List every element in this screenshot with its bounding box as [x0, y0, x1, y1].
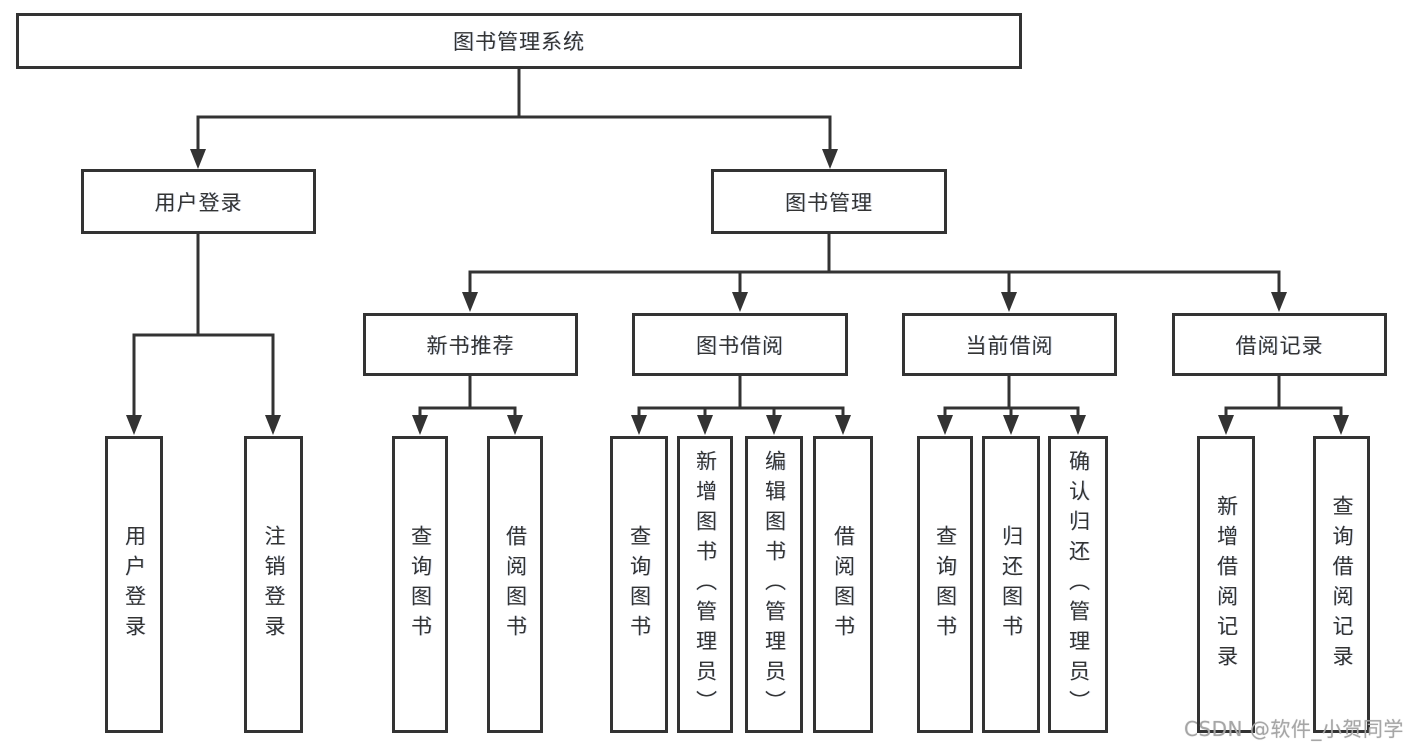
connector-borrow-records [1224, 374, 1343, 419]
node-label: 当前借阅 [965, 333, 1054, 358]
node-label: 图书管理 [785, 190, 873, 215]
node-label: 查询图书 [627, 524, 652, 645]
arrowhead [1003, 415, 1019, 435]
connector-book-management [468, 232, 1281, 296]
leaf-borrow-books-borrowing: 借阅图书 [813, 436, 873, 733]
arrowhead [265, 415, 281, 435]
arrowhead [697, 415, 713, 435]
arrowhead [126, 415, 142, 435]
leaf-query-books-recommend: 查询图书 [392, 436, 448, 733]
node-label: 编辑图书（管理员） [762, 449, 787, 720]
leaf-add-books-admin: 新增图书（管理员） [677, 436, 733, 733]
node-label: 新书推荐 [426, 333, 515, 358]
arrowhead [1001, 292, 1017, 312]
node-label: 新增借阅记录 [1214, 494, 1239, 675]
arrowhead [1070, 415, 1086, 435]
leaf-confirm-return-admin: 确认归还（管理员） [1048, 436, 1108, 733]
leaf-query-borrow-record: 查询借阅记录 [1313, 436, 1370, 733]
node-label: 归还图书 [999, 524, 1024, 645]
node-label: 查询图书 [408, 524, 433, 645]
node-book-management: 图书管理 [711, 169, 947, 234]
leaf-query-books-current: 查询图书 [917, 436, 973, 733]
connector-current-borrowing [943, 374, 1080, 419]
node-book-borrowing: 图书借阅 [632, 313, 848, 376]
arrowhead [1333, 415, 1349, 435]
node-label: 借阅记录 [1235, 333, 1324, 358]
node-label: 用户登录 [122, 524, 147, 645]
arrowhead [462, 292, 478, 312]
connector-book-borrowing [637, 374, 845, 419]
node-current-borrowing: 当前借阅 [902, 313, 1117, 376]
node-new-book-recommend: 新书推荐 [363, 313, 578, 376]
connector-root [196, 67, 832, 153]
connector-user-login [132, 232, 275, 419]
node-label: 图书管理系统 [453, 30, 585, 54]
arrowhead [766, 415, 782, 435]
arrowhead [507, 415, 523, 435]
arrowhead [937, 415, 953, 435]
node-label: 用户登录 [154, 190, 243, 215]
arrowhead [732, 292, 748, 312]
arrowhead [190, 149, 206, 169]
node-label: 确认归还（管理员） [1066, 449, 1091, 720]
node-borrow-records: 借阅记录 [1172, 313, 1387, 376]
csdn-watermark: CSDN @软件_小贺同学 [1184, 717, 1404, 741]
leaf-logout: 注销登录 [244, 436, 303, 733]
arrowhead [412, 415, 428, 435]
arrowhead [631, 415, 647, 435]
node-label: 借阅图书 [831, 524, 856, 645]
node-label: 图书借阅 [696, 333, 784, 358]
leaf-add-borrow-record: 新增借阅记录 [1197, 436, 1255, 733]
leaf-return-books: 归还图书 [982, 436, 1040, 733]
node-root-library-system: 图书管理系统 [16, 13, 1022, 69]
arrowheads [126, 149, 1349, 435]
node-label: 借阅图书 [503, 524, 528, 645]
node-label: 注销登录 [262, 524, 286, 645]
node-label: 新增图书（管理员） [693, 449, 718, 720]
leaf-borrow-books-recommend: 借阅图书 [487, 436, 543, 733]
arrowhead [1218, 415, 1234, 435]
node-label: 查询图书 [933, 524, 958, 645]
arrowhead [1271, 292, 1287, 312]
connector-new-book-recommend [418, 374, 517, 419]
leaf-user-login: 用户登录 [105, 436, 163, 733]
arrowhead [835, 415, 851, 435]
node-user-login: 用户登录 [81, 169, 316, 234]
node-label: 查询借阅记录 [1330, 494, 1354, 675]
leaf-edit-books-admin: 编辑图书（管理员） [745, 436, 803, 733]
arrowhead [822, 149, 838, 169]
leaf-query-books-borrowing: 查询图书 [610, 436, 668, 733]
